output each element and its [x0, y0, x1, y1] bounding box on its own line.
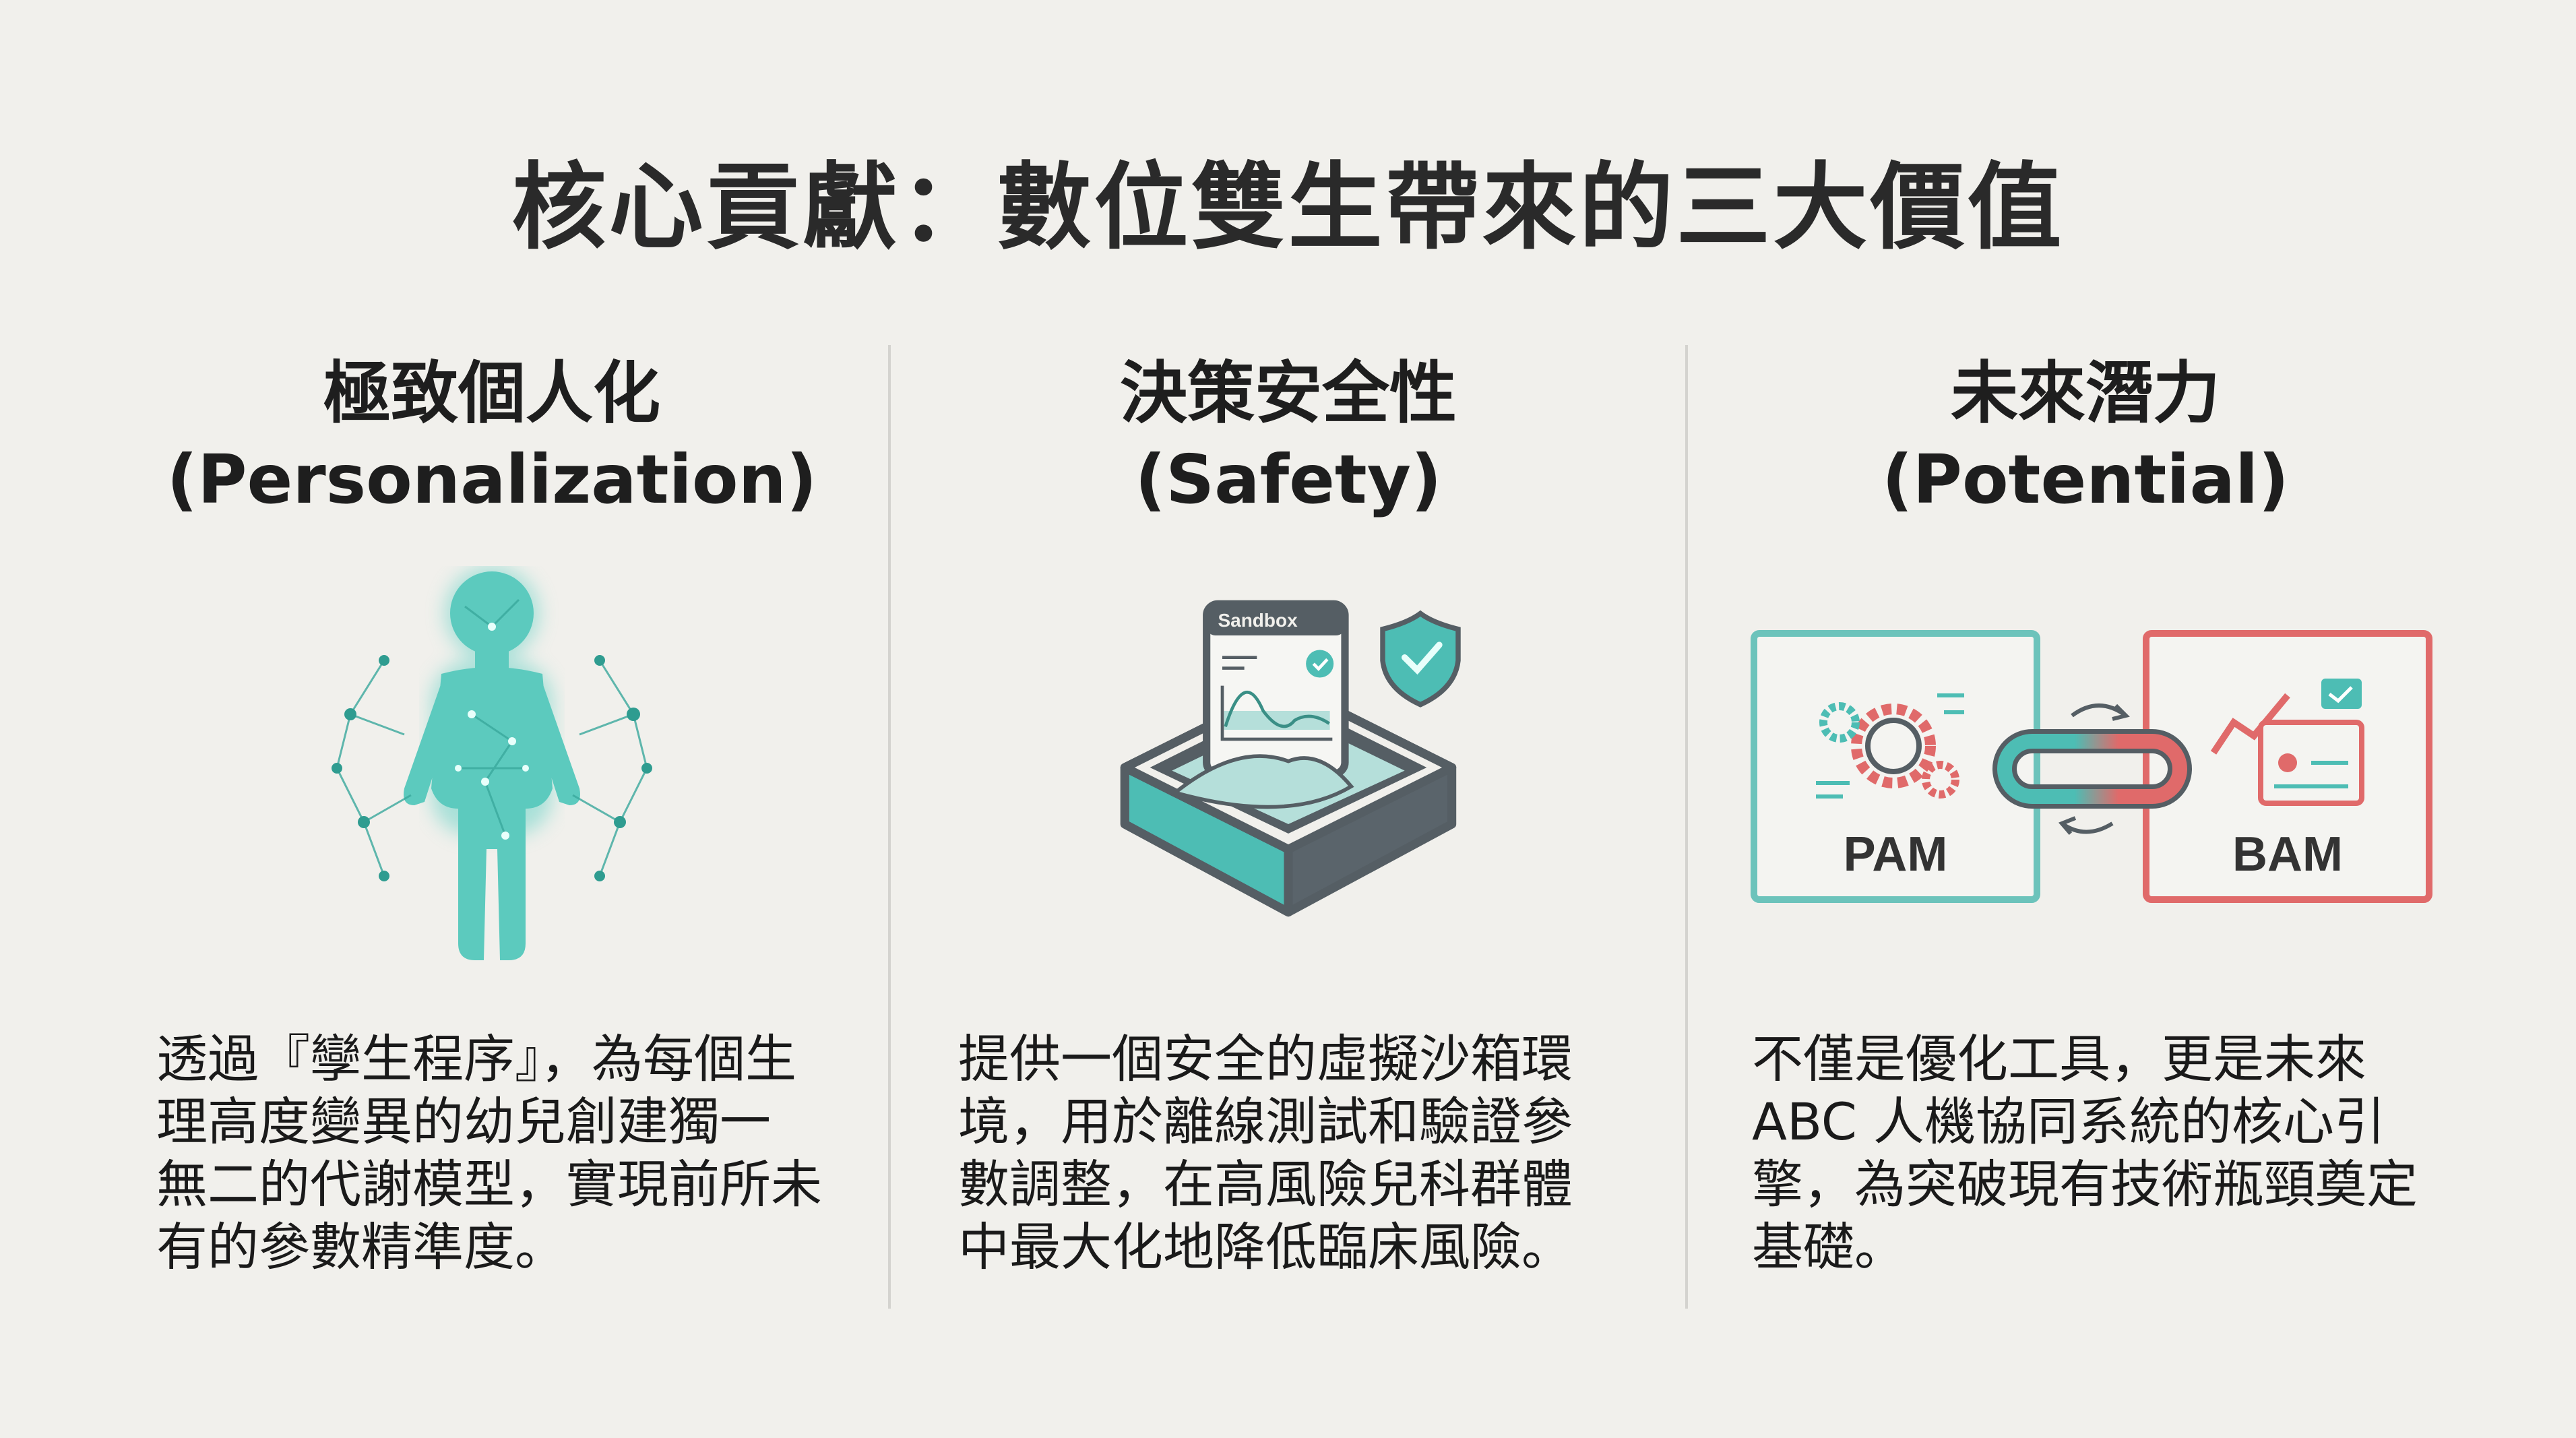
pam-label: PAM: [1844, 827, 1948, 881]
sandbox-shield-icon: Sandbox: [1120, 600, 1461, 917]
column-description: 提供一個安全的虛擬沙箱環 境，用於離線測試和驗證參 數調整，在高風險兒科群體 中…: [958, 1028, 1652, 1278]
column-divider: [888, 345, 891, 1309]
description-line: 提供一個安全的虛擬沙箱環: [958, 1029, 1573, 1089]
column-heading-en: (Personalization): [166, 440, 817, 519]
description-line: 有的參數精準度。: [156, 1217, 566, 1277]
column-heading-en: (Safety): [1135, 440, 1442, 519]
description-line: 理高度變異的幼兒創建獨一: [156, 1092, 771, 1152]
description-line: 數調整，在高風險兒科群體: [958, 1154, 1573, 1214]
column-personalization: 極致個人化 (Personalization) 透過『孿生程序』，為每個生 理高…: [94, 350, 889, 1277]
column-heading-zh: 極致個人化: [323, 354, 660, 433]
description-line: ABC 人機協同系統的核心引: [1752, 1092, 2386, 1152]
gears-icon: [1816, 693, 1964, 799]
description-line: 透過『孿生程序』，為每個生: [156, 1029, 796, 1089]
description-line: 基礎。: [1752, 1217, 1906, 1277]
pam-bam-link-icon: PAM BAM: [1751, 630, 2432, 903]
description-line: 境，用於離線測試和驗證參: [958, 1092, 1573, 1152]
bam-label: BAM: [2232, 827, 2343, 881]
description-line: 擎，為突破現有技術瓶頸奠定: [1752, 1154, 2418, 1214]
column-description: 不僅是優化工具，更是未來 ABC 人機協同系統的核心引 擎，為突破現有技術瓶頸奠…: [1752, 1028, 2446, 1278]
sandbox-label: Sandbox: [1218, 610, 1298, 631]
description-line: 中最大化地降低臨床風險。: [958, 1217, 1573, 1277]
column-description: 透過『孿生程序』，為每個生 理高度變異的幼兒創建獨一 無二的代謝模型，實現前所未…: [156, 1028, 850, 1278]
column-heading-zh: 決策安全性: [1120, 354, 1457, 433]
column-divider: [1685, 345, 1688, 1309]
column-safety: 決策安全性 (Safety) Sandbox 提供一個安全的虛擬沙箱環 境，用於…: [891, 350, 1686, 1277]
column-heading-en: (Potential): [1881, 440, 2290, 519]
digital-child-network-icon: [332, 566, 652, 960]
column-potential: 未來潛力 (Potential) PAM BAM 不僅是優化工具，更是未來 AB…: [1688, 350, 2483, 1277]
dashboard-chart-icon: [2210, 679, 2364, 806]
page-title: 核心貢獻：數位雙生帶來的三大價值: [511, 153, 2065, 263]
column-heading-zh: 未來潛力: [1951, 354, 2220, 433]
description-line: 不僅是優化工具，更是未來: [1752, 1029, 2366, 1089]
description-line: 無二的代謝模型，實現前所未: [156, 1154, 822, 1214]
